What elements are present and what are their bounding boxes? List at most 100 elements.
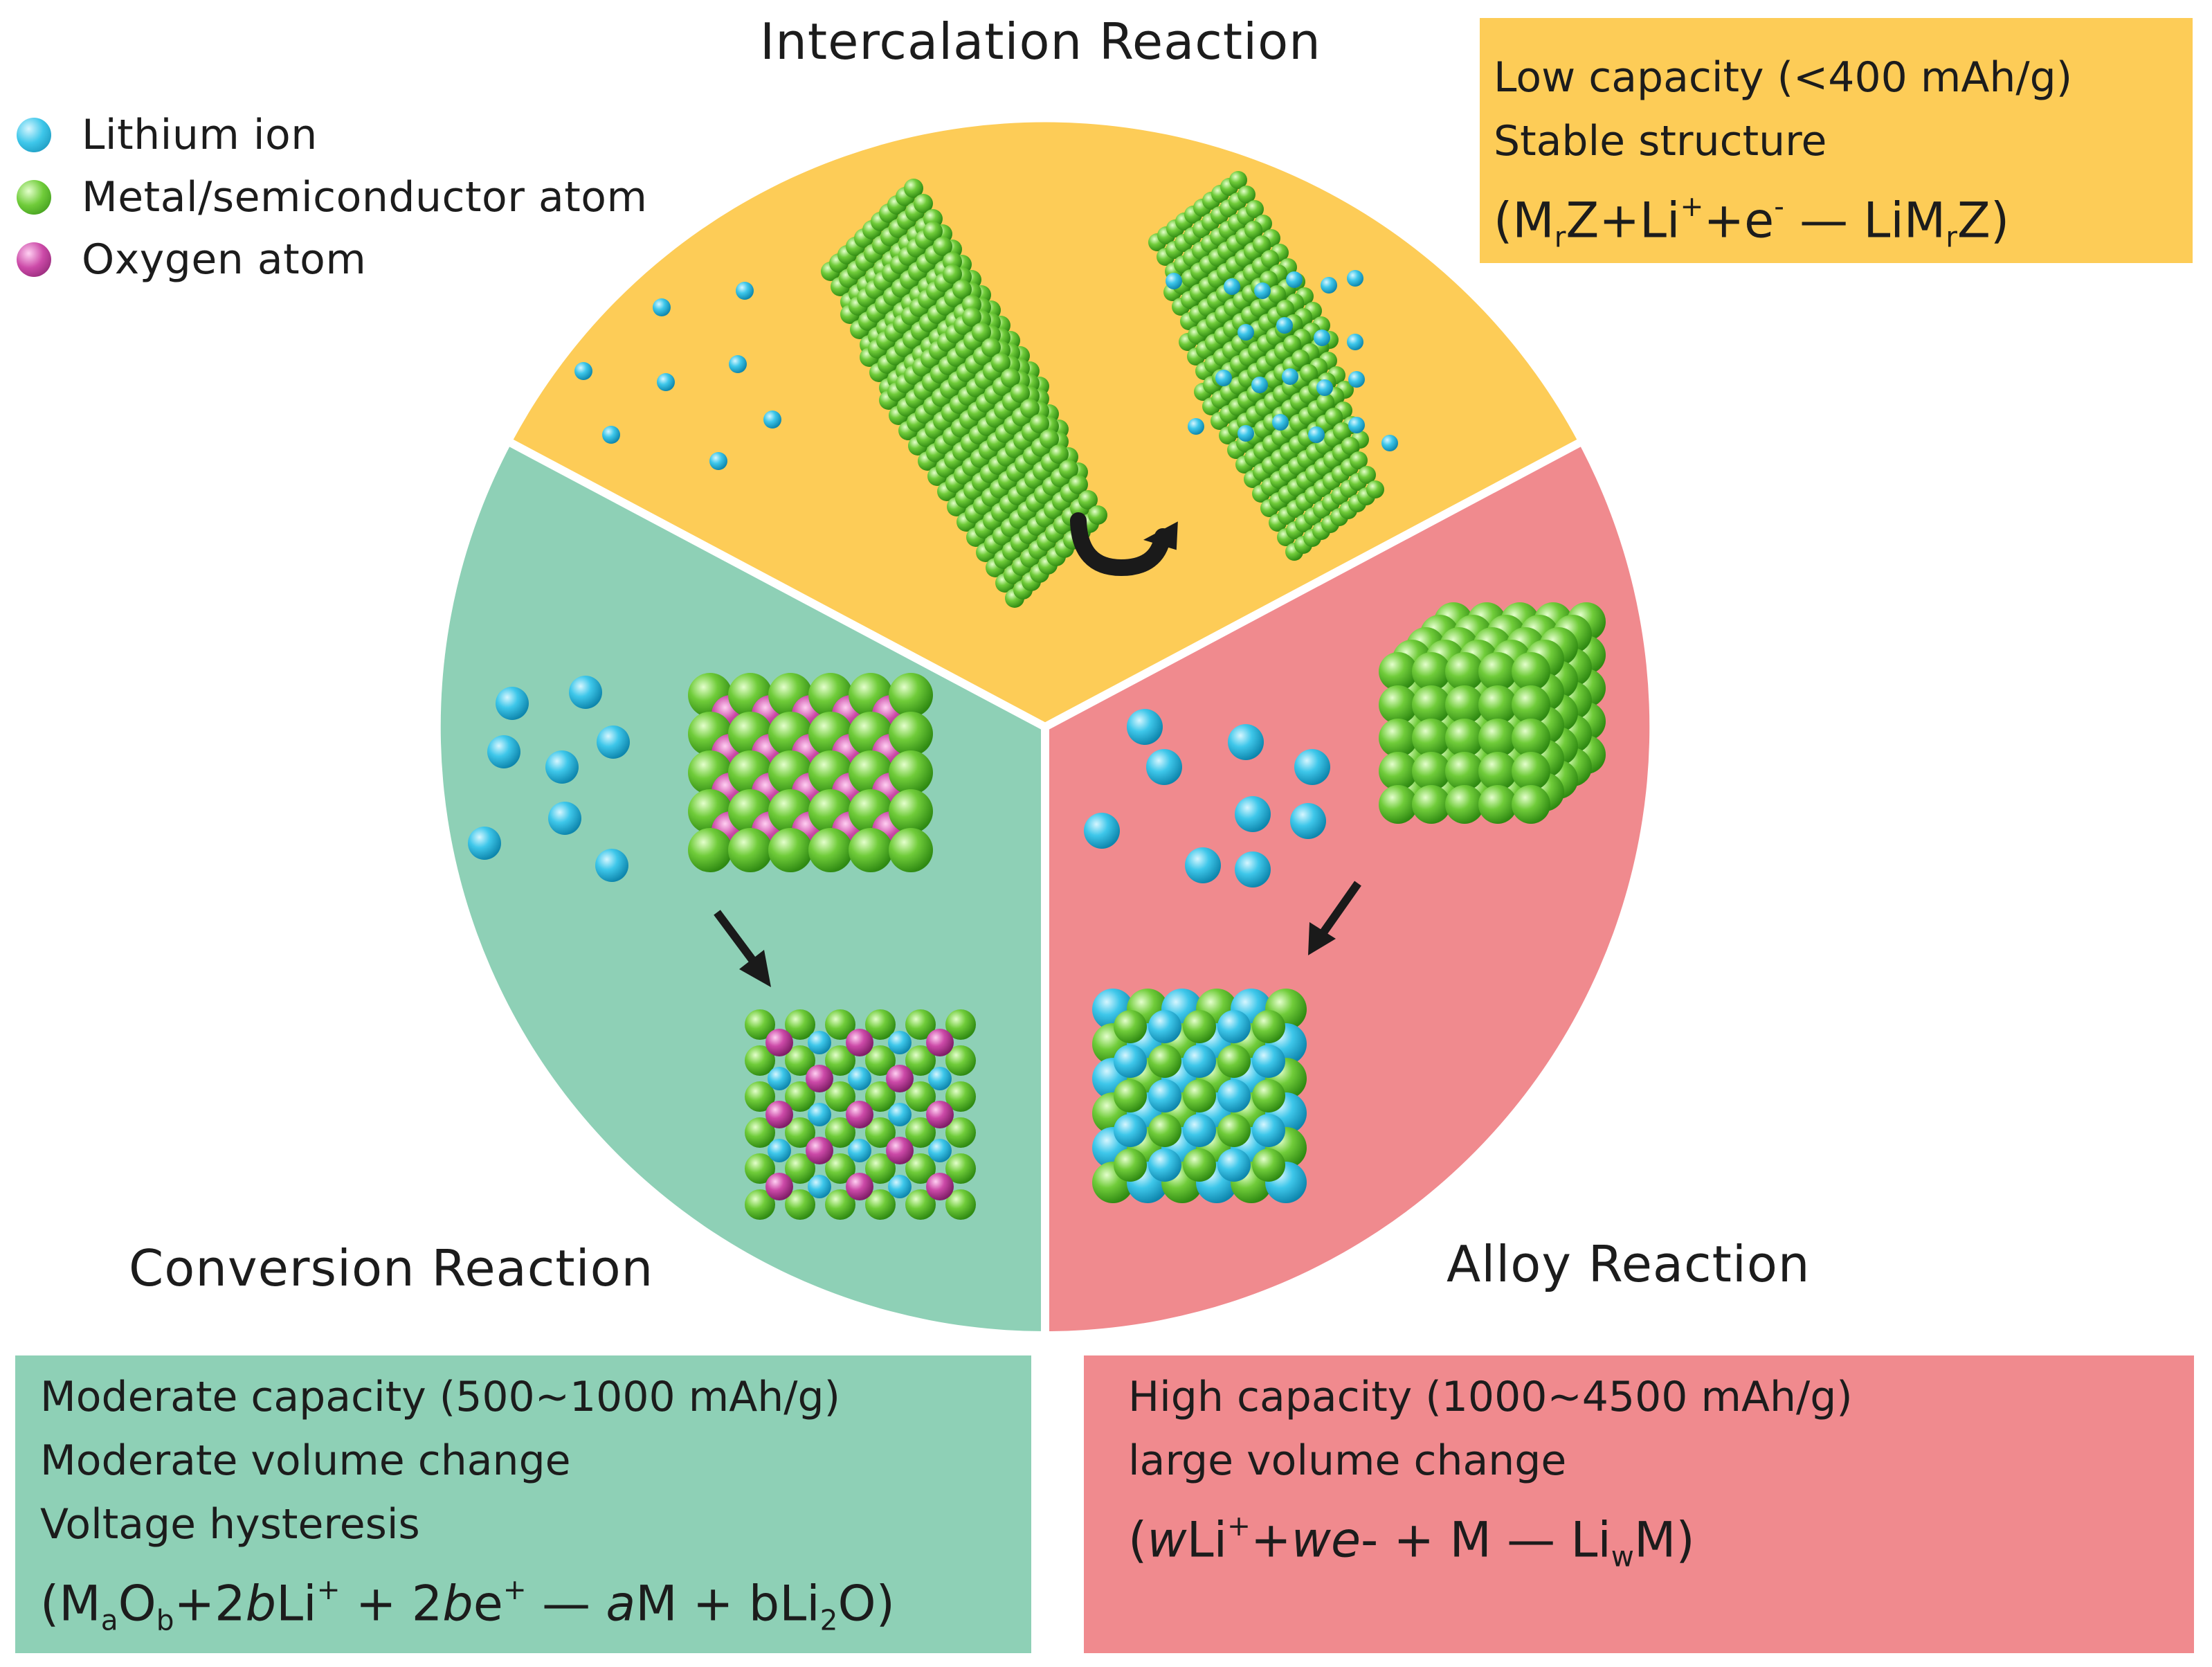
metal-atom (1379, 752, 1417, 791)
conversion-arrow (714, 910, 771, 987)
metal-atom (1252, 1010, 1285, 1043)
alloy-lithiated-cube (1092, 989, 1307, 1203)
metal-atom (972, 323, 991, 342)
metal-atom (905, 1189, 936, 1220)
lithium-ion (1238, 324, 1254, 341)
lithium-ion (1254, 282, 1271, 299)
oxygen-atom (846, 1101, 873, 1128)
conversion-oxide-block (688, 673, 933, 872)
metal-atom (865, 1153, 896, 1184)
metal-atom (1010, 384, 1030, 403)
metal-atom (1512, 785, 1550, 824)
lithium-ion (1146, 749, 1182, 785)
metal-atom (1412, 652, 1451, 691)
conversion-capacity: Moderate capacity (500~1000 mAh/g) (40, 1373, 840, 1421)
metal-atom (1412, 752, 1451, 791)
metal-atom (1283, 335, 1301, 353)
lithium-ion (1215, 370, 1232, 386)
conversion-volume: Moderate volume change (40, 1436, 571, 1485)
lithium-ion (1286, 271, 1303, 288)
metal-atom (745, 1081, 775, 1112)
lithium-ion (1217, 1148, 1251, 1182)
alloy-free-ions (1084, 709, 1330, 887)
metal-atom (1379, 652, 1417, 691)
metal-atom (1478, 785, 1517, 824)
lithium-ion (1321, 277, 1337, 294)
metal-atom (1478, 752, 1517, 791)
metal-atom (945, 1009, 976, 1040)
metal-atom (1040, 429, 1059, 449)
oxygen-atom-icon (17, 242, 51, 277)
lithium-ion (928, 1139, 952, 1162)
metal-atom (825, 1009, 855, 1040)
legend-label: Lithium ion (82, 111, 318, 159)
metal-atom (1253, 235, 1271, 253)
metal-atom (905, 1045, 936, 1076)
lithium-ion (1148, 1010, 1181, 1043)
intercalation-info-box: Low capacity (<400 mAh/g) Stable structu… (1480, 18, 2193, 263)
metal-atom (1244, 221, 1262, 239)
lithium-ion (1228, 724, 1264, 760)
lithium-ion (602, 426, 620, 444)
lithium-ion (468, 827, 501, 860)
metal-atom (1379, 785, 1417, 824)
metal-atom (745, 1009, 775, 1040)
lithium-ion (1252, 1045, 1285, 1078)
lithium-ion (574, 362, 592, 380)
lithium-ion (1183, 1045, 1216, 1078)
lithium-ion (653, 298, 671, 316)
lithium-ion (1252, 1114, 1285, 1147)
metal-atom (785, 1081, 815, 1112)
conversion-product-block (745, 1009, 976, 1220)
metal-atom (1325, 408, 1343, 426)
metal-atom (1148, 1045, 1181, 1078)
metal-atom (1252, 1148, 1285, 1182)
metal-atom (1268, 285, 1286, 303)
intercalation-free-ions (574, 282, 781, 470)
metal-atom (889, 712, 933, 756)
metal-atom (1350, 451, 1368, 469)
metal-atom (1217, 1045, 1251, 1078)
metal-atom (1217, 1114, 1251, 1147)
legend-item-lithium: Lithium ion (17, 104, 647, 166)
metal-atom (1412, 785, 1451, 824)
metal-atom (728, 828, 772, 872)
legend: Lithium ion Metal/semiconductor atom Oxy… (17, 104, 647, 291)
metal-atom (785, 1153, 815, 1184)
metal-atom (1078, 490, 1098, 510)
oxygen-atom (926, 1101, 954, 1128)
intercalation-host-lattice (821, 179, 1107, 608)
metal-atom (1445, 719, 1484, 757)
metal-atom (991, 353, 1010, 372)
metal-atom (865, 1189, 896, 1220)
intercalation-title: Intercalation Reaction (760, 12, 1321, 71)
lithium-ion (1282, 368, 1298, 385)
metal-atom (1478, 719, 1517, 757)
metal-atom (889, 828, 933, 872)
metal-atom (808, 828, 853, 872)
lithium-ion-icon (17, 118, 51, 152)
metal-atom (1316, 393, 1334, 411)
atom-illustrations (468, 171, 1606, 1220)
metal-atom (1183, 1010, 1216, 1043)
metal-atom (785, 1045, 815, 1076)
lithium-ion (1217, 1010, 1251, 1043)
oxygen-atom (846, 1173, 873, 1200)
metal-atom (1512, 652, 1550, 691)
metal-atom (1030, 414, 1049, 433)
lithium-ion (709, 452, 727, 470)
metal-atom (1059, 460, 1078, 479)
metal-atom (945, 1081, 976, 1112)
metal-atom (923, 222, 943, 241)
metal-atom (825, 1153, 855, 1184)
lithium-ion (545, 750, 579, 784)
intercalation-structure: Stable structure (1494, 117, 1827, 165)
oxygen-atom (846, 1029, 873, 1056)
alloy-info-box: High capacity (1000~4500 mAh/g) large vo… (1084, 1355, 2194, 1653)
metal-atom (1183, 1079, 1216, 1112)
lithium-ion (848, 1067, 871, 1090)
metal-atom (1300, 364, 1318, 382)
metal-atom (945, 1153, 976, 1184)
lithium-ion (1148, 1079, 1181, 1112)
lithium-ion (808, 1175, 831, 1198)
